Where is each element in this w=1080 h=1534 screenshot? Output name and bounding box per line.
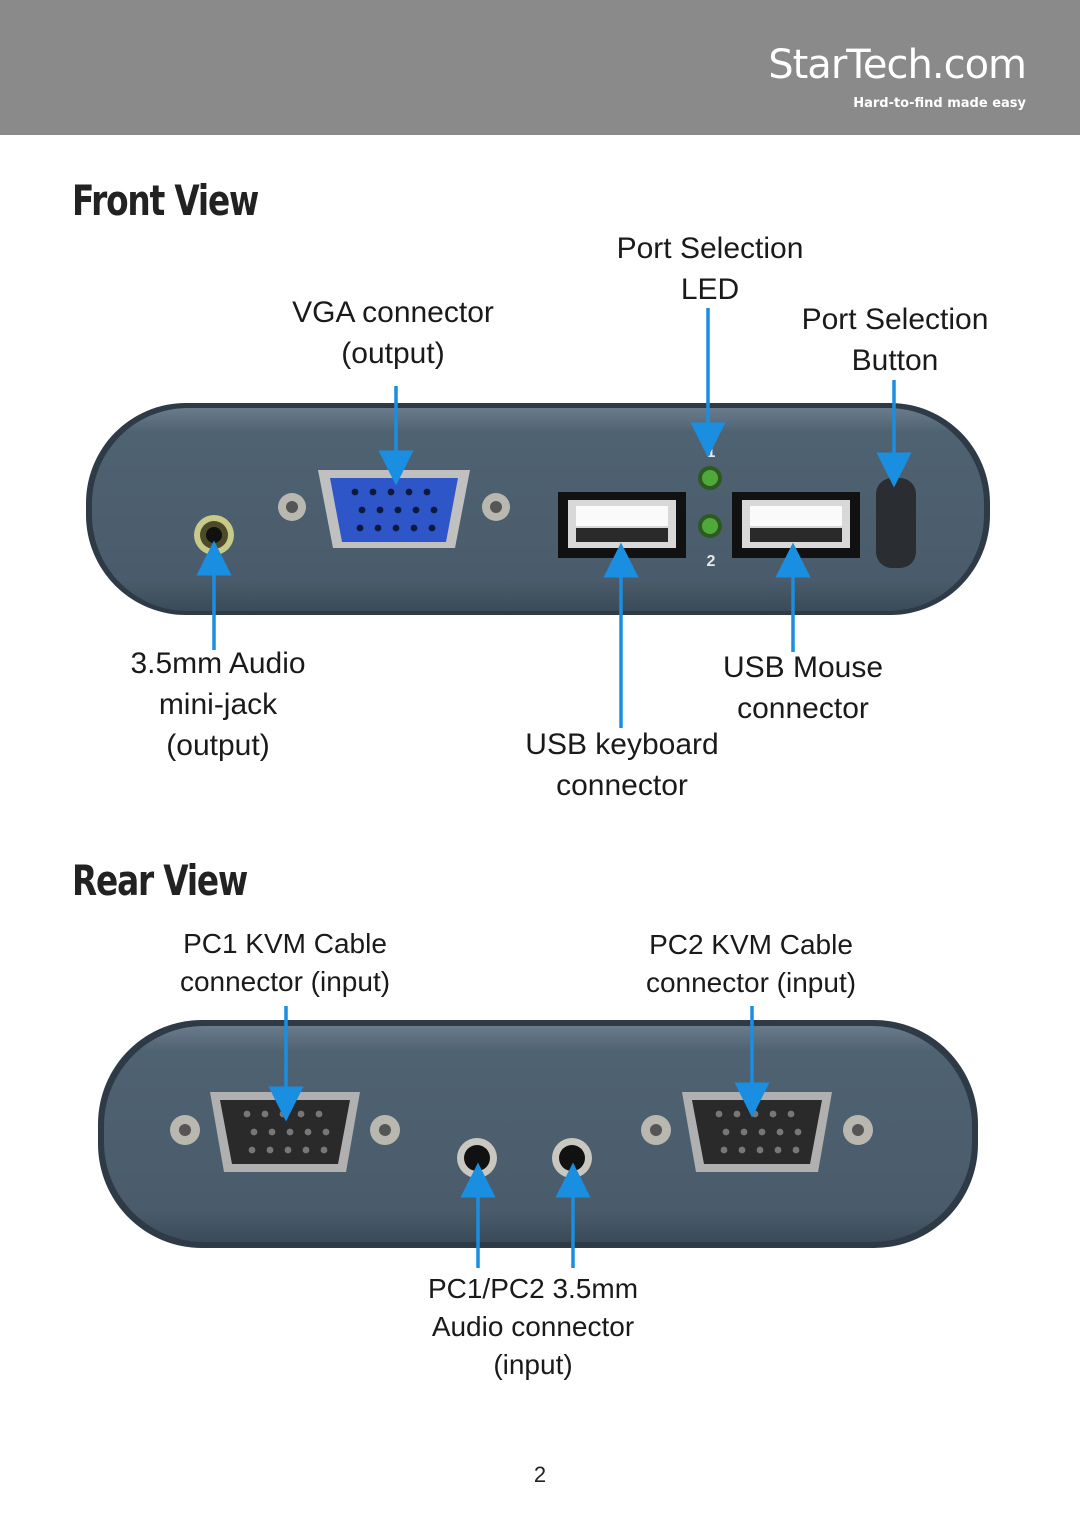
logo-tagline: Hard-to-find made easy <box>853 96 1026 111</box>
label-audio-inputs: PC1/PC2 3.5mm Audio connector (input) <box>427 1273 639 1380</box>
front-view-title: Front View <box>72 176 259 225</box>
port-selection-button <box>876 478 916 568</box>
label-port-selection-led: Port Selection LED <box>616 232 804 306</box>
pc2-vga-port <box>641 1092 873 1172</box>
rear-device <box>98 1020 978 1248</box>
label-pc2-kvm: PC2 KVM Cable connector (input) <box>645 929 857 998</box>
led-number-2: 2 <box>707 553 716 570</box>
label-audio-minijack: 3.5mm Audio mini-jack (output) <box>130 647 306 762</box>
header-bar: StarTech.com Hard-to-find made easy <box>0 0 1080 135</box>
front-device: 1 2 <box>86 403 990 615</box>
front-audio-jack <box>194 515 234 555</box>
startech-logo: StarTech.com <box>768 42 1027 88</box>
led-number-1: 1 <box>707 444 716 461</box>
label-usb-keyboard: USB keyboard connector <box>525 728 719 802</box>
label-pc1-kvm: PC1 KVM Cable connector (input) <box>179 928 391 997</box>
vga-output-port <box>278 470 510 548</box>
page-number: 2 <box>533 1462 547 1487</box>
label-usb-mouse: USB Mouse connector <box>722 651 884 725</box>
rear-view-title: Rear View <box>72 856 248 905</box>
usb-keyboard-port <box>558 492 686 558</box>
label-port-selection-button: Port Selection Button <box>801 303 989 377</box>
label-vga-connector: VGA connector (output) <box>292 296 494 370</box>
usb-mouse-port <box>732 492 860 558</box>
pc1-vga-port <box>170 1092 400 1172</box>
